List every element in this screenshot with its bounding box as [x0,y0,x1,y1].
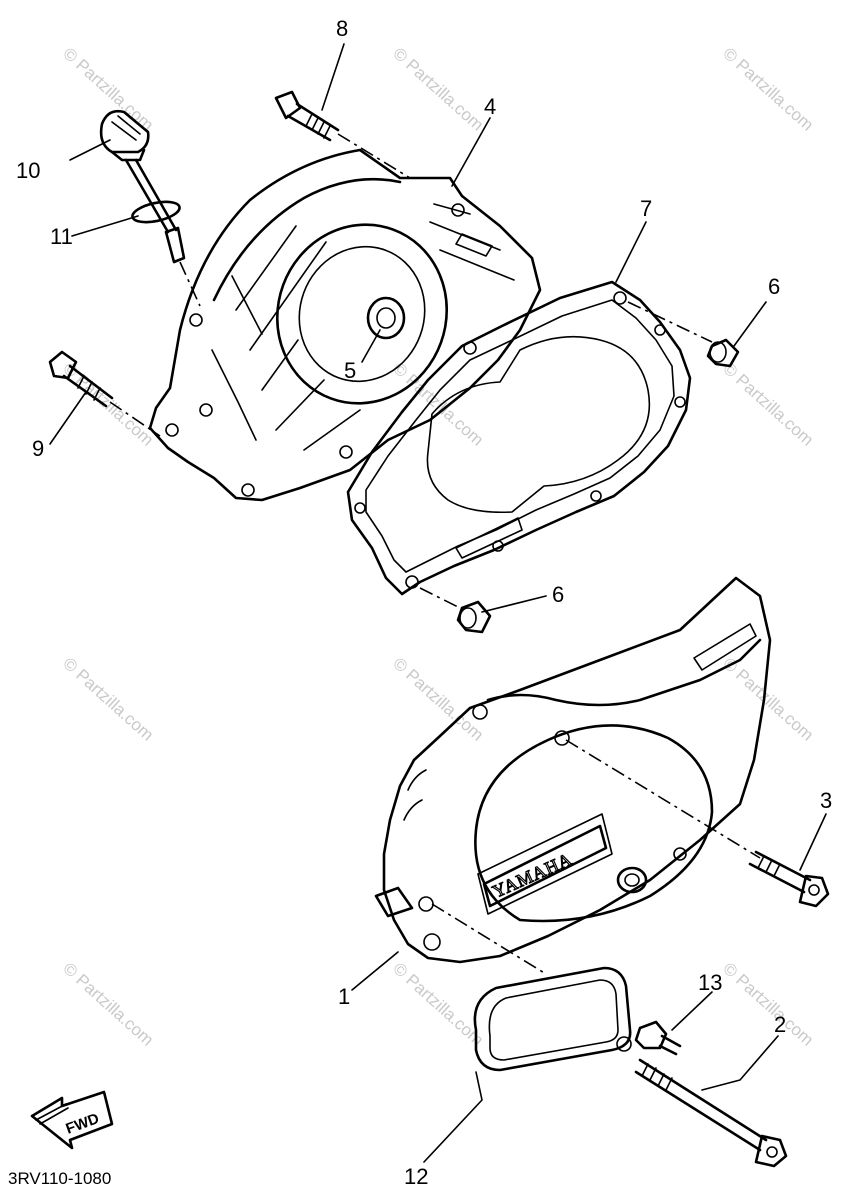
watermark: © Partzilla.com [719,359,817,450]
part-1-crankcase-cover: YAMAHA [374,576,772,975]
part-7-gasket [346,280,713,611]
part-8-bolt [274,90,411,179]
part-12-seal [473,966,632,1072]
fwd-arrow-icon: FWD [30,1090,114,1150]
part-10-dipstick [99,109,201,307]
watermark: © Partzilla.com [389,654,487,745]
part-9-bolt [48,350,161,437]
watermark: © Partzilla.com [719,44,817,135]
part-labels: 8 4 10 11 9 5 7 6 6 3 1 2 13 12 [16,16,832,1189]
watermark: © Partzilla.com [389,44,487,135]
label-6-upper: 6 [768,274,780,299]
label-11: 11 [50,224,73,249]
watermark: © Partzilla.com [59,359,157,450]
label-3: 3 [820,788,832,813]
part-2-bolt [634,1058,788,1168]
watermarks: © Partzilla.com © Partzilla.com © Partzi… [59,44,817,1050]
watermark: © Partzilla.com [389,959,487,1050]
label-6-lower: 6 [552,582,564,607]
watermark: © Partzilla.com [59,654,157,745]
label-4: 4 [484,94,496,119]
label-7: 7 [640,196,652,221]
label-8: 8 [336,16,348,41]
watermark: © Partzilla.com [59,44,157,135]
part-3-bolt [748,850,830,908]
label-1: 1 [338,984,350,1009]
label-10: 10 [16,158,40,183]
label-5: 5 [344,358,356,383]
part-6-dowel-lower [456,600,492,634]
watermark: © Partzilla.com [59,959,157,1050]
label-9: 9 [32,436,44,461]
watermark: © Partzilla.com [719,959,817,1050]
label-13: 13 [698,970,722,995]
part-4-crankcase-cover [148,148,542,502]
part-6-dowel-upper [706,338,740,368]
leader-lines [49,43,827,1163]
label-2: 2 [774,1012,786,1037]
label-12: 12 [404,1164,428,1189]
diagram-code: 3RV110-1080 [8,1169,111,1188]
part-13-screw [634,1020,682,1056]
